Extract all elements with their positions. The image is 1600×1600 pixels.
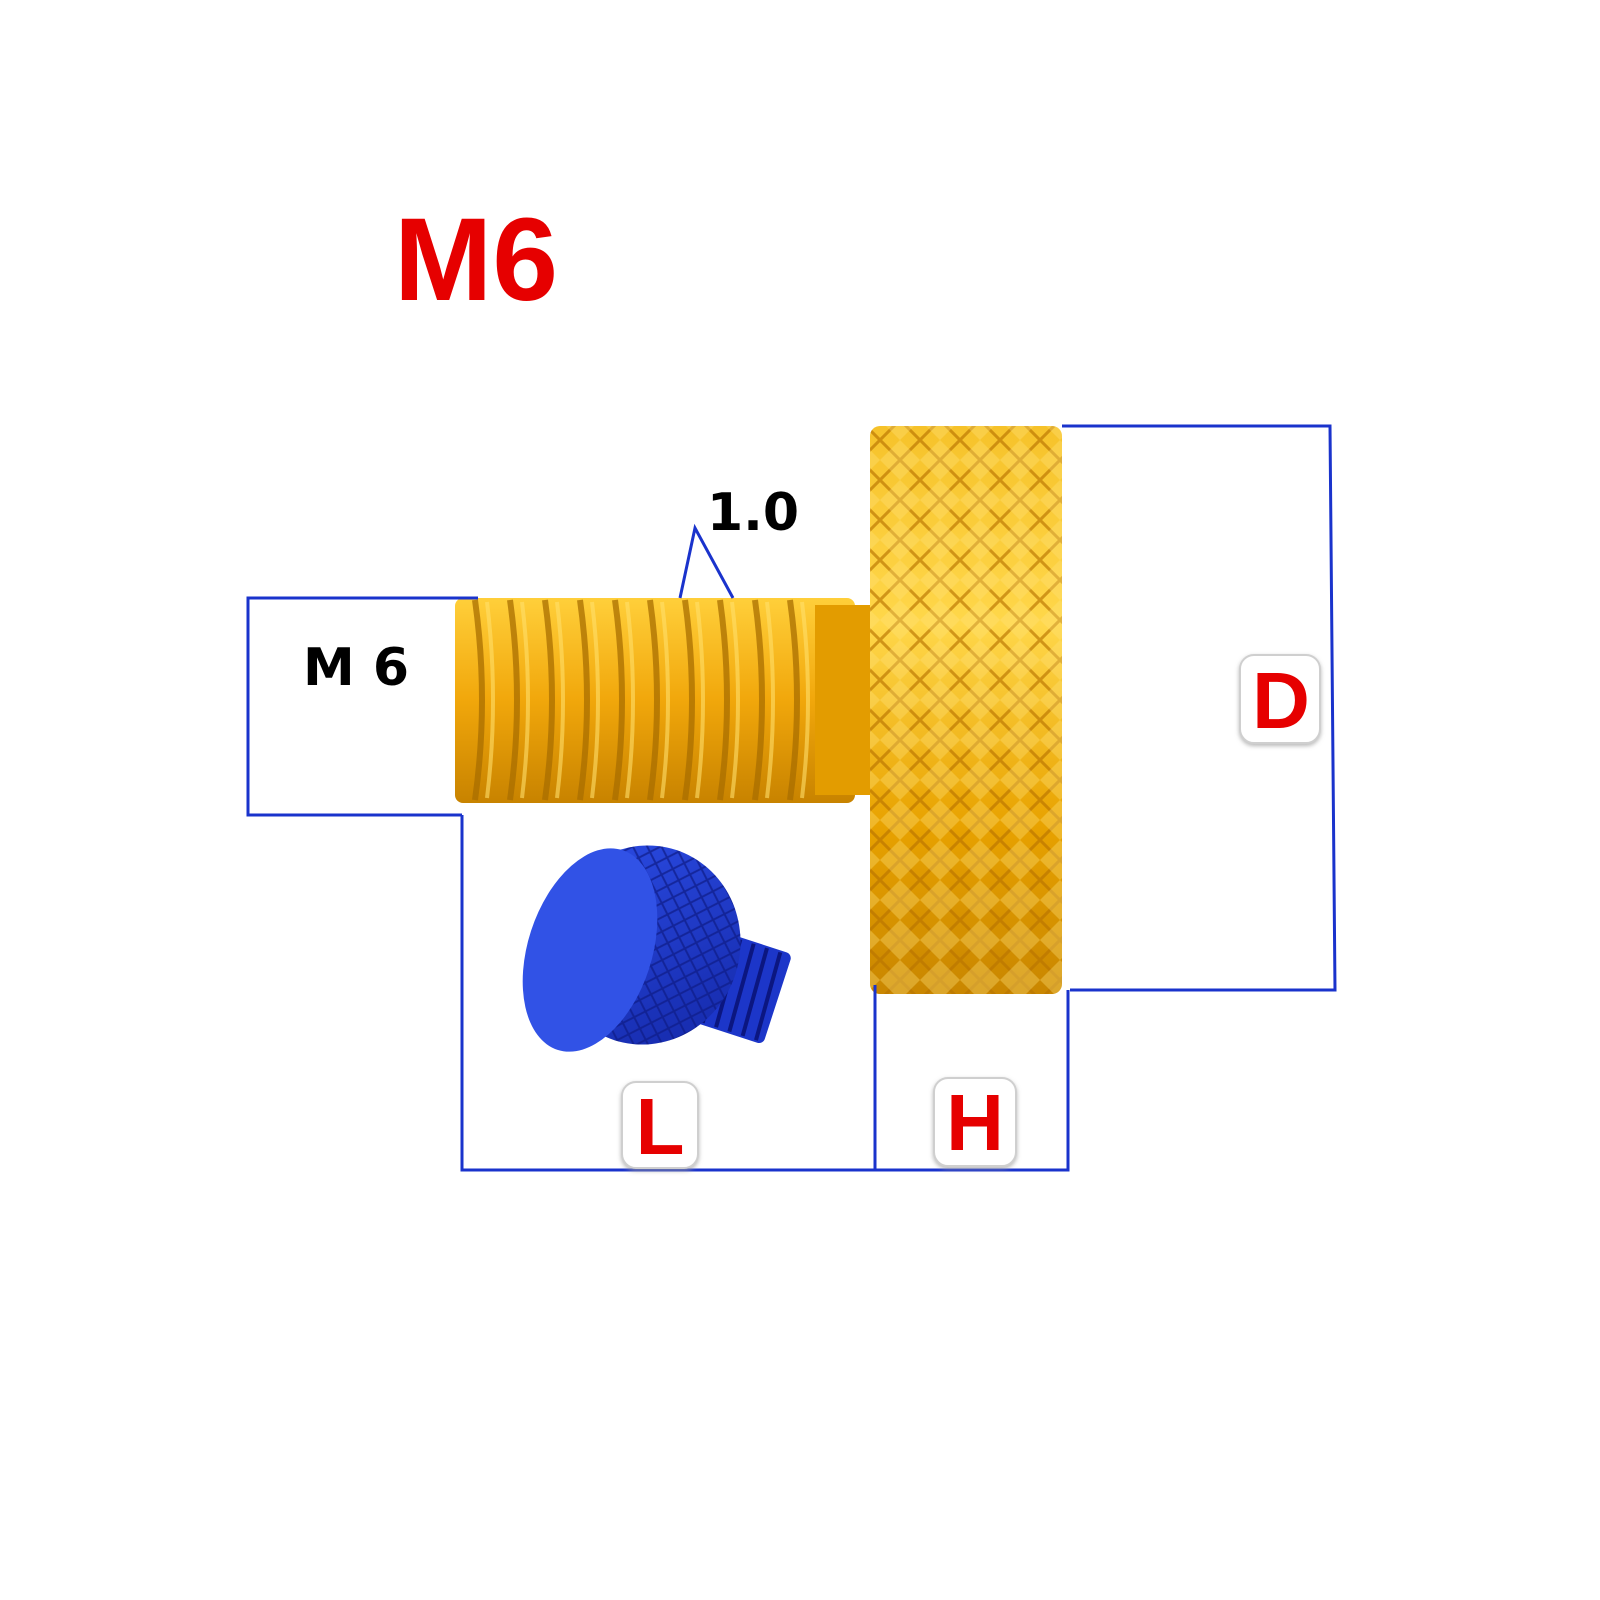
- blue-thread-ridge: [727, 943, 756, 1033]
- diameter-label: D: [1252, 656, 1310, 745]
- screw-head-knurling: [870, 426, 1062, 994]
- thread-ridge: [507, 599, 520, 801]
- thread-ridge: [682, 599, 695, 801]
- thread-highlight: [590, 601, 600, 799]
- diameter-label-badge: [1239, 654, 1321, 744]
- thread-highlight: [555, 601, 565, 799]
- thread-highlight: [485, 601, 495, 799]
- blue-screw-head: [522, 845, 741, 1052]
- page-title: M6: [394, 194, 558, 326]
- blue-thread-ridge: [754, 951, 783, 1041]
- thread-pitch-label: 1.0: [707, 483, 799, 543]
- thread-ridge: [752, 599, 765, 801]
- thread-ridge: [577, 599, 590, 801]
- length-bracket: [460, 815, 877, 1172]
- thread-ridge: [542, 599, 555, 801]
- head-height-label-badge: [933, 1077, 1017, 1167]
- thread-highlight: [765, 601, 775, 799]
- length-label: L: [636, 1082, 685, 1171]
- screw-threads: [472, 599, 810, 801]
- pitch-pointer: [678, 523, 735, 599]
- thread-ridge: [612, 599, 625, 801]
- blue-thread-ridge: [740, 947, 769, 1037]
- screw-neck: [815, 605, 870, 795]
- thread-ridge: [787, 599, 800, 801]
- knurled-thumb-screw-blue-icon: [522, 845, 791, 1052]
- thread-size-label: M 6: [303, 638, 409, 698]
- thread-ridge: [717, 599, 730, 801]
- thread-highlight: [800, 601, 810, 799]
- knurled-thumb-screw-gold-icon: [455, 426, 1062, 994]
- length-label-badge: [621, 1081, 699, 1169]
- dimension-lines: [246, 424, 1337, 1172]
- thread-highlight: [695, 601, 705, 799]
- thread-highlight: [520, 601, 530, 799]
- blue-screw-face: [522, 848, 658, 1052]
- head-height-label: H: [946, 1078, 1004, 1167]
- thread-highlight: [660, 601, 670, 799]
- thread-highlight: [625, 601, 635, 799]
- thread-ridge: [472, 599, 485, 801]
- thread-diameter-bracket: [246, 596, 478, 817]
- thread-ridge: [647, 599, 660, 801]
- head-height-bracket: [875, 990, 1070, 1172]
- diameter-bracket: [1062, 424, 1337, 992]
- thread-highlight: [730, 601, 740, 799]
